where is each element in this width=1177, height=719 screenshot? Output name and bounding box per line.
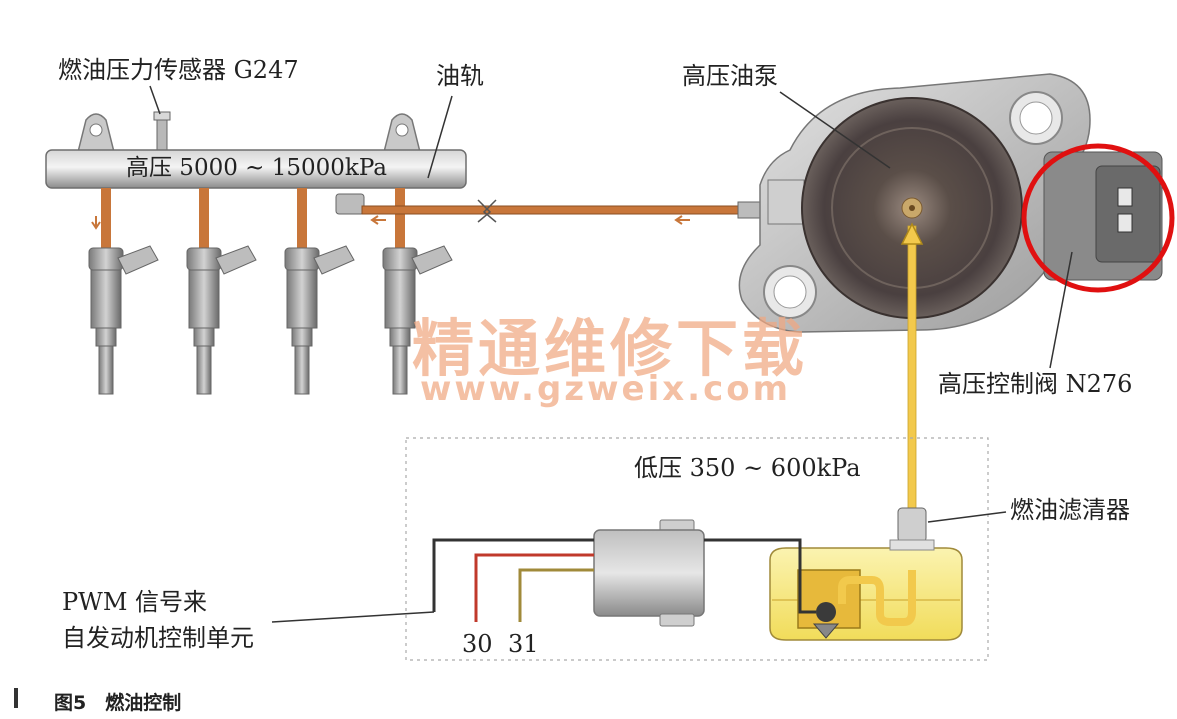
label-fuel-rail: 油轨	[436, 62, 484, 90]
pump-mount-hole-bottom-inner	[773, 275, 807, 309]
wire-30	[474, 553, 594, 622]
wire-31	[518, 568, 594, 622]
flow-arrow-up	[900, 222, 924, 245]
fuel-pump-control-unit	[593, 519, 705, 627]
low-pressure-line	[897, 222, 927, 621]
fuel-filter-icon	[897, 507, 927, 543]
wire-pwm	[432, 538, 594, 612]
low-pressure-region	[405, 437, 989, 661]
injector	[284, 188, 355, 395]
fuel-tank	[769, 539, 963, 641]
electric-fuel-pump-icon	[816, 602, 836, 622]
low-pressure-pipe-riser	[907, 225, 917, 517]
control-valve-pin	[1117, 213, 1133, 233]
flow-arrow-left	[370, 215, 386, 225]
tank-neck	[889, 539, 935, 551]
pressure-sensor	[156, 115, 168, 153]
label-pwm-line1: PWM 信号来	[62, 588, 208, 616]
label-pwm-line2: 自发动机控制单元	[62, 624, 254, 652]
figure-caption: 图5 燃油控制	[54, 692, 182, 714]
leader-pressure-sensor	[149, 85, 161, 115]
leader-fuel-rail	[427, 95, 453, 179]
highlight-ring	[1021, 143, 1175, 293]
in-tank-pipe	[838, 570, 916, 626]
pipe-clamp-icon	[477, 199, 497, 223]
leader-lines	[149, 85, 1073, 623]
leader-fuel-filter	[927, 511, 1007, 523]
injector	[186, 188, 257, 395]
injector	[382, 188, 453, 395]
label-control-valve: 高压控制阀 N276	[938, 370, 1133, 398]
control-valve-pin	[1117, 187, 1133, 207]
high-pressure-pump	[738, 73, 1175, 333]
injectors	[88, 188, 453, 395]
label-pressure-sensor: 燃油压力传感器 G247	[58, 56, 299, 84]
leader-pwm	[271, 611, 435, 623]
watermark-text: 精通维修下载	[412, 312, 809, 385]
flow-arrow-down	[91, 216, 101, 230]
leader-pump	[779, 91, 891, 169]
label-low-pressure-range: 低压 350 ~ 600kPa	[634, 454, 861, 482]
injector	[88, 188, 159, 395]
wiring	[432, 538, 816, 622]
pump-center-dot	[909, 205, 915, 211]
label-high-pressure-pump: 高压油泵	[682, 62, 778, 90]
high-pressure-line	[335, 193, 763, 225]
label-fuel-filter: 燃油滤清器	[1010, 496, 1130, 524]
rail-inlet-fitting	[335, 193, 365, 215]
flow-arrow-left	[674, 215, 690, 225]
label-terminal-30: 30	[462, 630, 493, 658]
watermark-url: www.gzweix.com	[420, 369, 792, 409]
pump-mount-hole-top-inner	[1019, 101, 1053, 135]
pump-side-block	[767, 179, 805, 225]
fuel-rail	[45, 111, 467, 189]
wire-to-tank-pump	[704, 538, 816, 614]
pump-base	[812, 623, 840, 639]
control-module-bottom	[659, 613, 695, 627]
rail-mount-left-hole	[89, 123, 103, 137]
rail-body	[45, 149, 467, 189]
leader-control-valve	[1049, 251, 1073, 369]
control-module-body	[593, 529, 705, 617]
caption-marker	[14, 688, 18, 708]
label-high-pressure-range: 高压 5000 ~ 15000kPa	[126, 155, 387, 181]
pump-outlet-fitting	[737, 201, 763, 219]
rail-mount-right-hole	[395, 123, 409, 137]
label-terminal-31: 31	[508, 630, 539, 658]
pressure-sensor-cap	[153, 111, 171, 121]
high-pressure-pipe	[361, 205, 741, 215]
